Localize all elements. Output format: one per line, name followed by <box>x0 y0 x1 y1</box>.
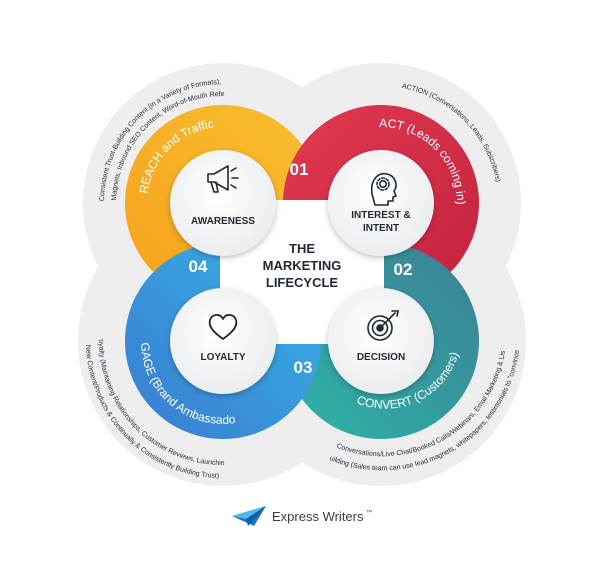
center-title-line3: LIFECYCLE <box>266 275 339 290</box>
decision-circle <box>328 288 434 394</box>
stage-titles: AWARENESS INTEREST & INTENT DECISION LOY… <box>191 210 411 363</box>
awareness-circle <box>170 150 276 256</box>
stage-numbers: 01 02 03 04 <box>189 160 413 377</box>
stage-number-03: 03 <box>294 358 313 377</box>
awareness-title: AWARENESS <box>191 216 255 227</box>
interest-title-line2: INTENT <box>363 223 399 234</box>
stage-number-04: 04 <box>189 257 208 276</box>
interest-circle <box>328 150 434 256</box>
stage-number-01: 01 <box>290 160 309 179</box>
footer-logo: Express Writers ™ <box>232 506 372 526</box>
interest-title-line1: INTEREST & <box>351 210 410 221</box>
decision-title: DECISION <box>357 352 405 363</box>
megaphone-icon <box>207 165 239 193</box>
footer-brand: Express Writers <box>272 509 364 524</box>
paper-plane-icon <box>232 506 266 526</box>
heart-icon <box>208 314 238 340</box>
center-title-line2: MARKETING <box>263 258 342 273</box>
target-icon <box>367 310 399 341</box>
center-title-line1: THE <box>289 241 315 256</box>
loyalty-title: LOYALTY <box>200 352 245 363</box>
head-gear-icon <box>370 172 397 206</box>
loyalty-circle <box>170 288 276 394</box>
center-title: THE MARKETING LIFECYCLE <box>263 241 342 290</box>
stage-number-02: 02 <box>394 260 413 279</box>
footer-trademark: ™ <box>366 509 372 516</box>
stage-circles <box>170 150 434 394</box>
